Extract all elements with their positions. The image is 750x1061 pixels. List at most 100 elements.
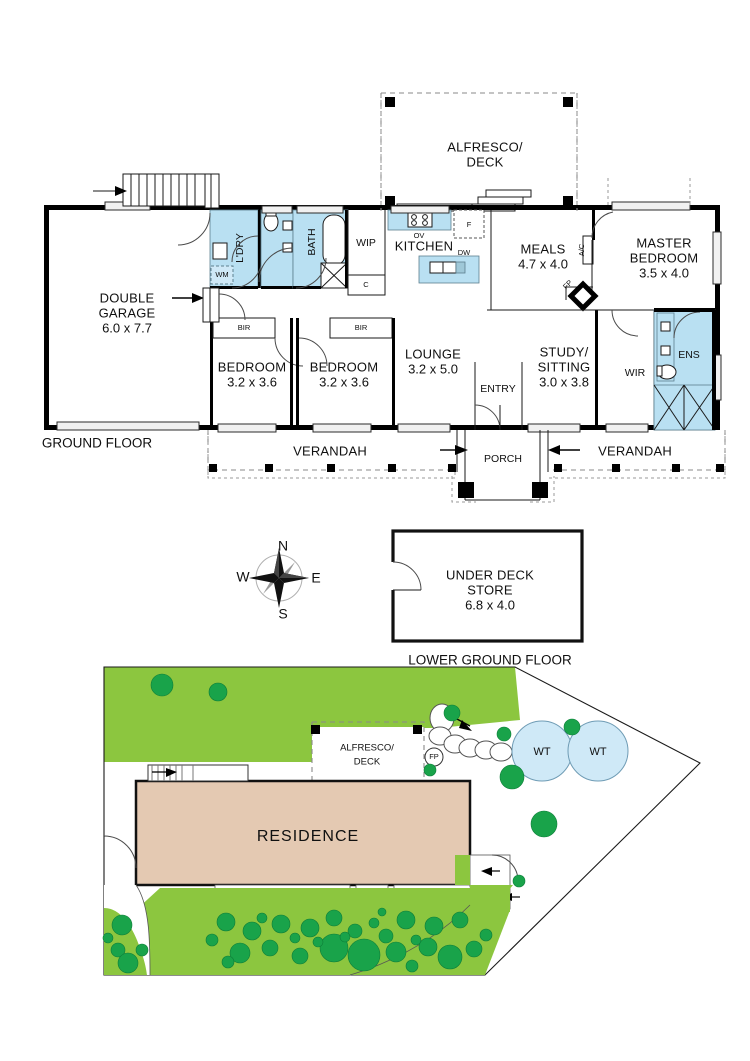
room-label-garage-1: DOUBLE (100, 290, 155, 305)
rear-lawn-upper (104, 667, 520, 728)
room-label-lounge: LOUNGE (405, 346, 461, 361)
room-master-bedroom: MASTER BEDROOM 3.5 x 4.0 (611, 201, 722, 285)
room-alfresco-deck: ALFRESCO/ DECK (380, 92, 578, 212)
compass-east: E (311, 570, 320, 586)
kitchen-window (390, 205, 450, 214)
room-label-verandah-left: VERANDAH (293, 443, 367, 458)
ens-basin-1 (660, 321, 671, 332)
room-label-ens: ENS (678, 349, 700, 361)
room-dim-lounge: 3.2 x 5.0 (408, 361, 458, 376)
site-garage-door-swing (103, 835, 137, 869)
verandah-post (554, 464, 562, 472)
master-edge-dash (607, 178, 691, 205)
label-wm: WM (215, 270, 228, 279)
garage-door (56, 421, 200, 431)
ens-shower-icon (653, 384, 716, 431)
room-wip: WIP (347, 210, 386, 276)
room-porch: PORCH (451, 430, 555, 503)
deck-edge-dash (380, 95, 578, 211)
label-bir-right: BIR (355, 323, 368, 332)
room-bedroom-3: BIR BEDROOM 3.2 x 3.6 (290, 317, 395, 433)
bir-right: BIR (329, 317, 393, 339)
deck-post (563, 97, 573, 107)
site-label-alfresco-2: DECK (354, 757, 381, 768)
room-label-porch: PORCH (484, 453, 522, 465)
site-label-residence: RESIDENCE (257, 828, 359, 845)
site-entry-stairs (147, 764, 249, 782)
room-dim-bedroom-3: 3.2 x 3.6 (319, 374, 369, 389)
room-dim-under-deck: 6.8 x 4.0 (465, 597, 515, 612)
label-cupboard: C (363, 280, 369, 289)
room-label-under-deck-2: STORE (467, 582, 513, 597)
room-meals: MEALS 4.7 x 4.0 A/C FP (487, 210, 614, 430)
direction-arrow-porch-left (440, 445, 468, 455)
room-label-kitchen: KITCHEN (395, 238, 453, 253)
verandah-post (672, 464, 680, 472)
room-label-alfresco-2: DECK (467, 154, 504, 169)
site-arrow-side-entry (481, 867, 500, 876)
cupboard-c: C (347, 274, 386, 296)
room-label-under-deck-1: UNDER DECK (446, 567, 534, 582)
direction-arrow-garage-door (172, 293, 204, 303)
room-label-study-1: STUDY/ (540, 344, 589, 359)
label-bir-left: BIR (238, 323, 251, 332)
room-label-bedroom-3: BEDROOM (310, 359, 379, 374)
room-dim-meals: 4.7 x 4.0 (518, 256, 568, 271)
deck-post (563, 196, 573, 206)
kitchen-island (418, 255, 480, 284)
room-study-sitting: STUDY/ SITTING 3.0 x 3.8 (527, 344, 591, 433)
bath-window (296, 205, 344, 214)
room-kitchen: OV F KITCHEN DW (387, 205, 485, 284)
room-lounge: LOUNGE 3.2 x 5.0 (397, 346, 461, 433)
site-plan: ALFRESCO/ DECK FP WT WT (102, 666, 701, 976)
floor-label-ground: GROUND FLOOR (42, 436, 153, 451)
verandah-post (388, 464, 396, 472)
cooktop-icon (407, 212, 433, 228)
room-dim-bedroom-2: 3.2 x 3.6 (227, 374, 277, 389)
laundry-trough (212, 242, 228, 260)
site-side-entry (469, 854, 519, 888)
compass-north: N (278, 538, 288, 554)
front-garden-bed-upper (206, 888, 510, 912)
room-dim-study: 3.0 x 3.8 (539, 374, 589, 389)
room-ens: ENS (653, 308, 722, 431)
room-label-wip: WIP (356, 237, 376, 249)
master-window-top (611, 201, 691, 211)
room-label-study-2: SITTING (538, 359, 591, 374)
floor-label-lower-ground: LOWER GROUND FLOOR (408, 653, 572, 668)
room-label-bath: BATH (306, 228, 318, 255)
site-label-fp: FP (429, 752, 439, 761)
bathtub-icon (322, 214, 346, 266)
label-ac: A/C (577, 243, 586, 256)
room-label-meals: MEALS (520, 241, 565, 256)
room-wc (258, 205, 294, 289)
bir-left: BIR (212, 317, 276, 339)
water-tank-2: WT (567, 720, 629, 782)
site-direction-arrow-stairs (152, 768, 177, 777)
ground-floor-plan: ALFRESCO/ DECK (42, 92, 726, 503)
room-dim-master: 3.5 x 4.0 (639, 265, 689, 280)
shower-icon (320, 262, 348, 289)
vanity-icon (282, 220, 293, 231)
fridge-icon: F (453, 209, 485, 239)
bedroom-3-window (312, 423, 372, 433)
site-alfresco-deck: ALFRESCO/ DECK (311, 721, 425, 781)
air-conditioner-unit: A/C (577, 235, 594, 265)
site-label-wt-1: WT (533, 746, 550, 758)
room-bath: BATH (292, 205, 349, 289)
deck-post (385, 97, 395, 107)
label-dishwasher: DW (458, 248, 471, 257)
site-fireplace-marker: FP (424, 747, 444, 767)
room-dim-garage: 6.0 x 7.7 (102, 320, 152, 335)
deck-post (385, 196, 395, 206)
direction-arrow-stairs (93, 186, 127, 196)
room-label-bedroom-2: BEDROOM (218, 359, 287, 374)
verandah-post (209, 464, 217, 472)
porch-post (532, 482, 548, 498)
label-fridge: F (467, 220, 472, 229)
room-double-garage: DOUBLE GARAGE 6.0 x 7.7 (56, 201, 200, 431)
verandah-post (612, 464, 620, 472)
side-lawn-right-2 (455, 855, 470, 885)
room-label-garage-2: GARAGE (99, 305, 156, 320)
